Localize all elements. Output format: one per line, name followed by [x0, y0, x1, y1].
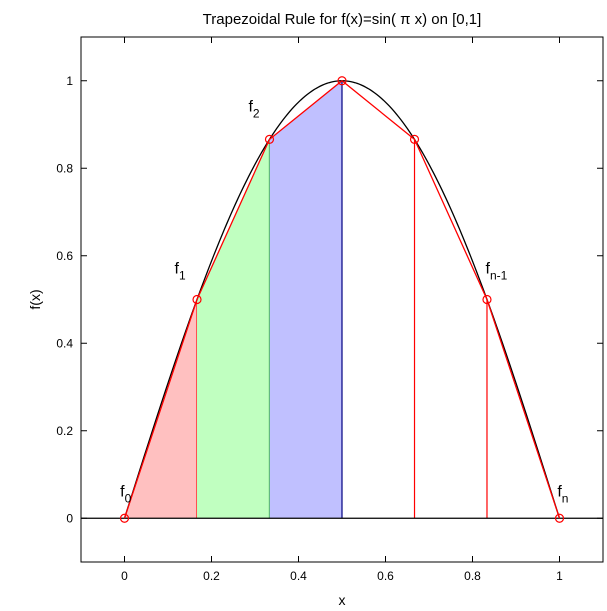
annotation-main: f	[486, 260, 491, 277]
annotation-sub: n	[562, 491, 569, 505]
y-tick-label-1: 0.2	[56, 424, 73, 438]
annotation-1: f1	[175, 260, 186, 282]
annotation-main: f	[120, 483, 125, 500]
node-marker-3	[337, 76, 347, 86]
x-tick-label-1: 0.2	[203, 569, 220, 583]
annotation-sub: 1	[179, 268, 186, 282]
annotation-0: f0	[120, 483, 131, 505]
annotation-sub: n-1	[490, 268, 508, 282]
trapezoid-fill-1	[197, 139, 270, 519]
node-marker-1	[192, 294, 202, 305]
y-tick-label-4: 0.8	[56, 161, 73, 175]
annotation-sub: 2	[253, 106, 260, 120]
x-tick-label-0: 0	[121, 569, 128, 583]
x-axis-label: x	[339, 592, 346, 608]
axes-box	[80, 36, 604, 563]
x-tick-label-5: 1	[556, 569, 563, 583]
chart-title: Trapezoidal Rule for f(x)=sin( π x) on […	[203, 11, 482, 28]
annotation-4: fn	[557, 483, 568, 505]
y-tick-label-5: 1	[66, 74, 73, 88]
annotation-3: fn-1	[486, 260, 508, 282]
y-tick-label-3: 0.6	[56, 249, 73, 263]
annotation-main: f	[175, 260, 180, 277]
annotation-main: f	[248, 98, 253, 115]
trapezoid-fill-2	[269, 80, 342, 519]
approx-line	[123, 79, 561, 519]
node-marker-6	[554, 513, 565, 523]
x-tick-label-2: 0.4	[290, 569, 307, 583]
node-marker-4	[409, 134, 420, 144]
x-tick-label-4: 0.8	[464, 569, 481, 583]
node-marker-2	[264, 134, 275, 144]
node-marker-0	[119, 513, 130, 523]
y-tick-label-2: 0.4	[56, 336, 73, 350]
annotation-main: f	[557, 483, 562, 500]
annotation-sub: 0	[125, 491, 132, 505]
y-tick-label-0: 0	[66, 511, 73, 525]
x-tick-label-3: 0.6	[377, 569, 394, 583]
annotation-2: f2	[248, 98, 259, 120]
y-axis-label: f(x)	[27, 289, 43, 309]
node-marker-5	[482, 294, 492, 305]
